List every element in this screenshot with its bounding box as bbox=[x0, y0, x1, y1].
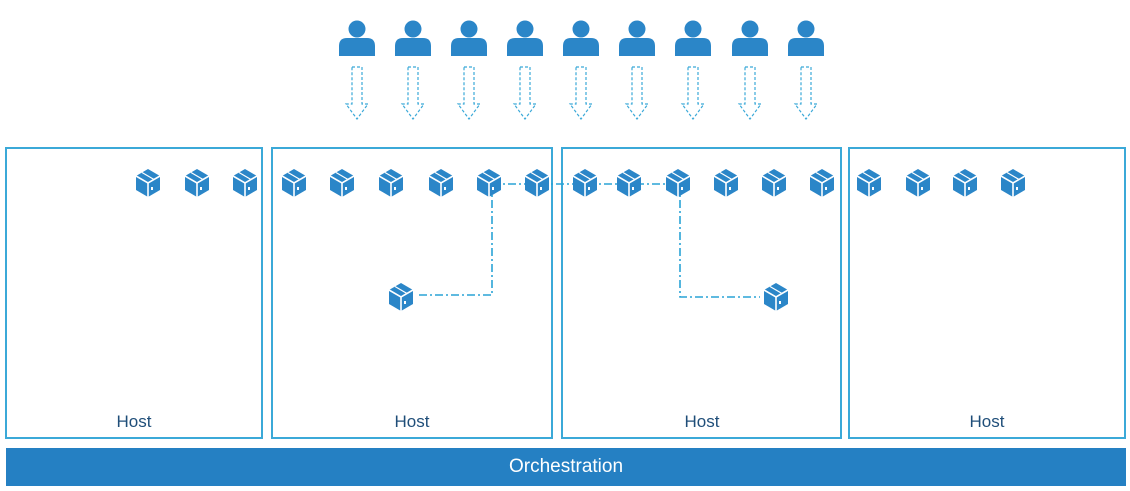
down-arrow-icon bbox=[738, 66, 762, 120]
containers bbox=[135, 168, 1026, 312]
container-box-icon bbox=[856, 168, 882, 198]
container-box-icon bbox=[329, 168, 355, 198]
host-box: Host bbox=[848, 147, 1126, 439]
container-box-icon bbox=[665, 168, 691, 198]
container-box-icon bbox=[476, 168, 502, 198]
down-arrow-icon bbox=[625, 66, 649, 120]
container-links bbox=[418, 183, 760, 298]
container-box-icon bbox=[184, 168, 210, 198]
person-icon bbox=[675, 20, 711, 56]
orchestration-bar bbox=[6, 448, 1126, 486]
down-arrow-icon bbox=[794, 66, 818, 120]
container-box-icon bbox=[905, 168, 931, 198]
down-arrow-icon bbox=[569, 66, 593, 120]
container-box-icon bbox=[388, 282, 414, 312]
person-icon bbox=[563, 20, 599, 56]
person-icon bbox=[451, 20, 487, 56]
host-label: Host bbox=[117, 412, 152, 431]
down-arrow-icon bbox=[401, 66, 425, 120]
container-box-icon bbox=[428, 168, 454, 198]
person-icon bbox=[507, 20, 543, 56]
container-box-icon bbox=[232, 168, 258, 198]
down-arrow-icon bbox=[513, 66, 537, 120]
host-box: Host bbox=[271, 147, 553, 439]
container-box-icon bbox=[761, 168, 787, 198]
host-label: Host bbox=[395, 412, 430, 431]
host-label: Host bbox=[685, 412, 720, 431]
container-box-icon bbox=[281, 168, 307, 198]
container-box-icon bbox=[713, 168, 739, 198]
container-box-icon bbox=[135, 168, 161, 198]
person-icon bbox=[788, 20, 824, 56]
person-icon bbox=[732, 20, 768, 56]
down-arrow-icon bbox=[345, 66, 369, 120]
person-icon bbox=[339, 20, 375, 56]
host-label: Host bbox=[970, 412, 1005, 431]
request-arrows bbox=[345, 66, 818, 120]
container-box-icon bbox=[616, 168, 642, 198]
down-arrow-icon bbox=[681, 66, 705, 120]
users-row bbox=[339, 20, 824, 56]
container-box-icon bbox=[809, 168, 835, 198]
host-box: Host bbox=[561, 147, 842, 439]
person-icon bbox=[395, 20, 431, 56]
person-icon bbox=[619, 20, 655, 56]
down-arrow-icon bbox=[457, 66, 481, 120]
container-box-icon bbox=[1000, 168, 1026, 198]
host-box: Host bbox=[5, 147, 263, 439]
container-box-icon bbox=[763, 282, 789, 312]
container-box-icon bbox=[572, 168, 598, 198]
container-box-icon bbox=[952, 168, 978, 198]
link-line bbox=[679, 184, 760, 298]
container-box-icon bbox=[378, 168, 404, 198]
link-line bbox=[418, 184, 493, 296]
container-box-icon bbox=[524, 168, 550, 198]
